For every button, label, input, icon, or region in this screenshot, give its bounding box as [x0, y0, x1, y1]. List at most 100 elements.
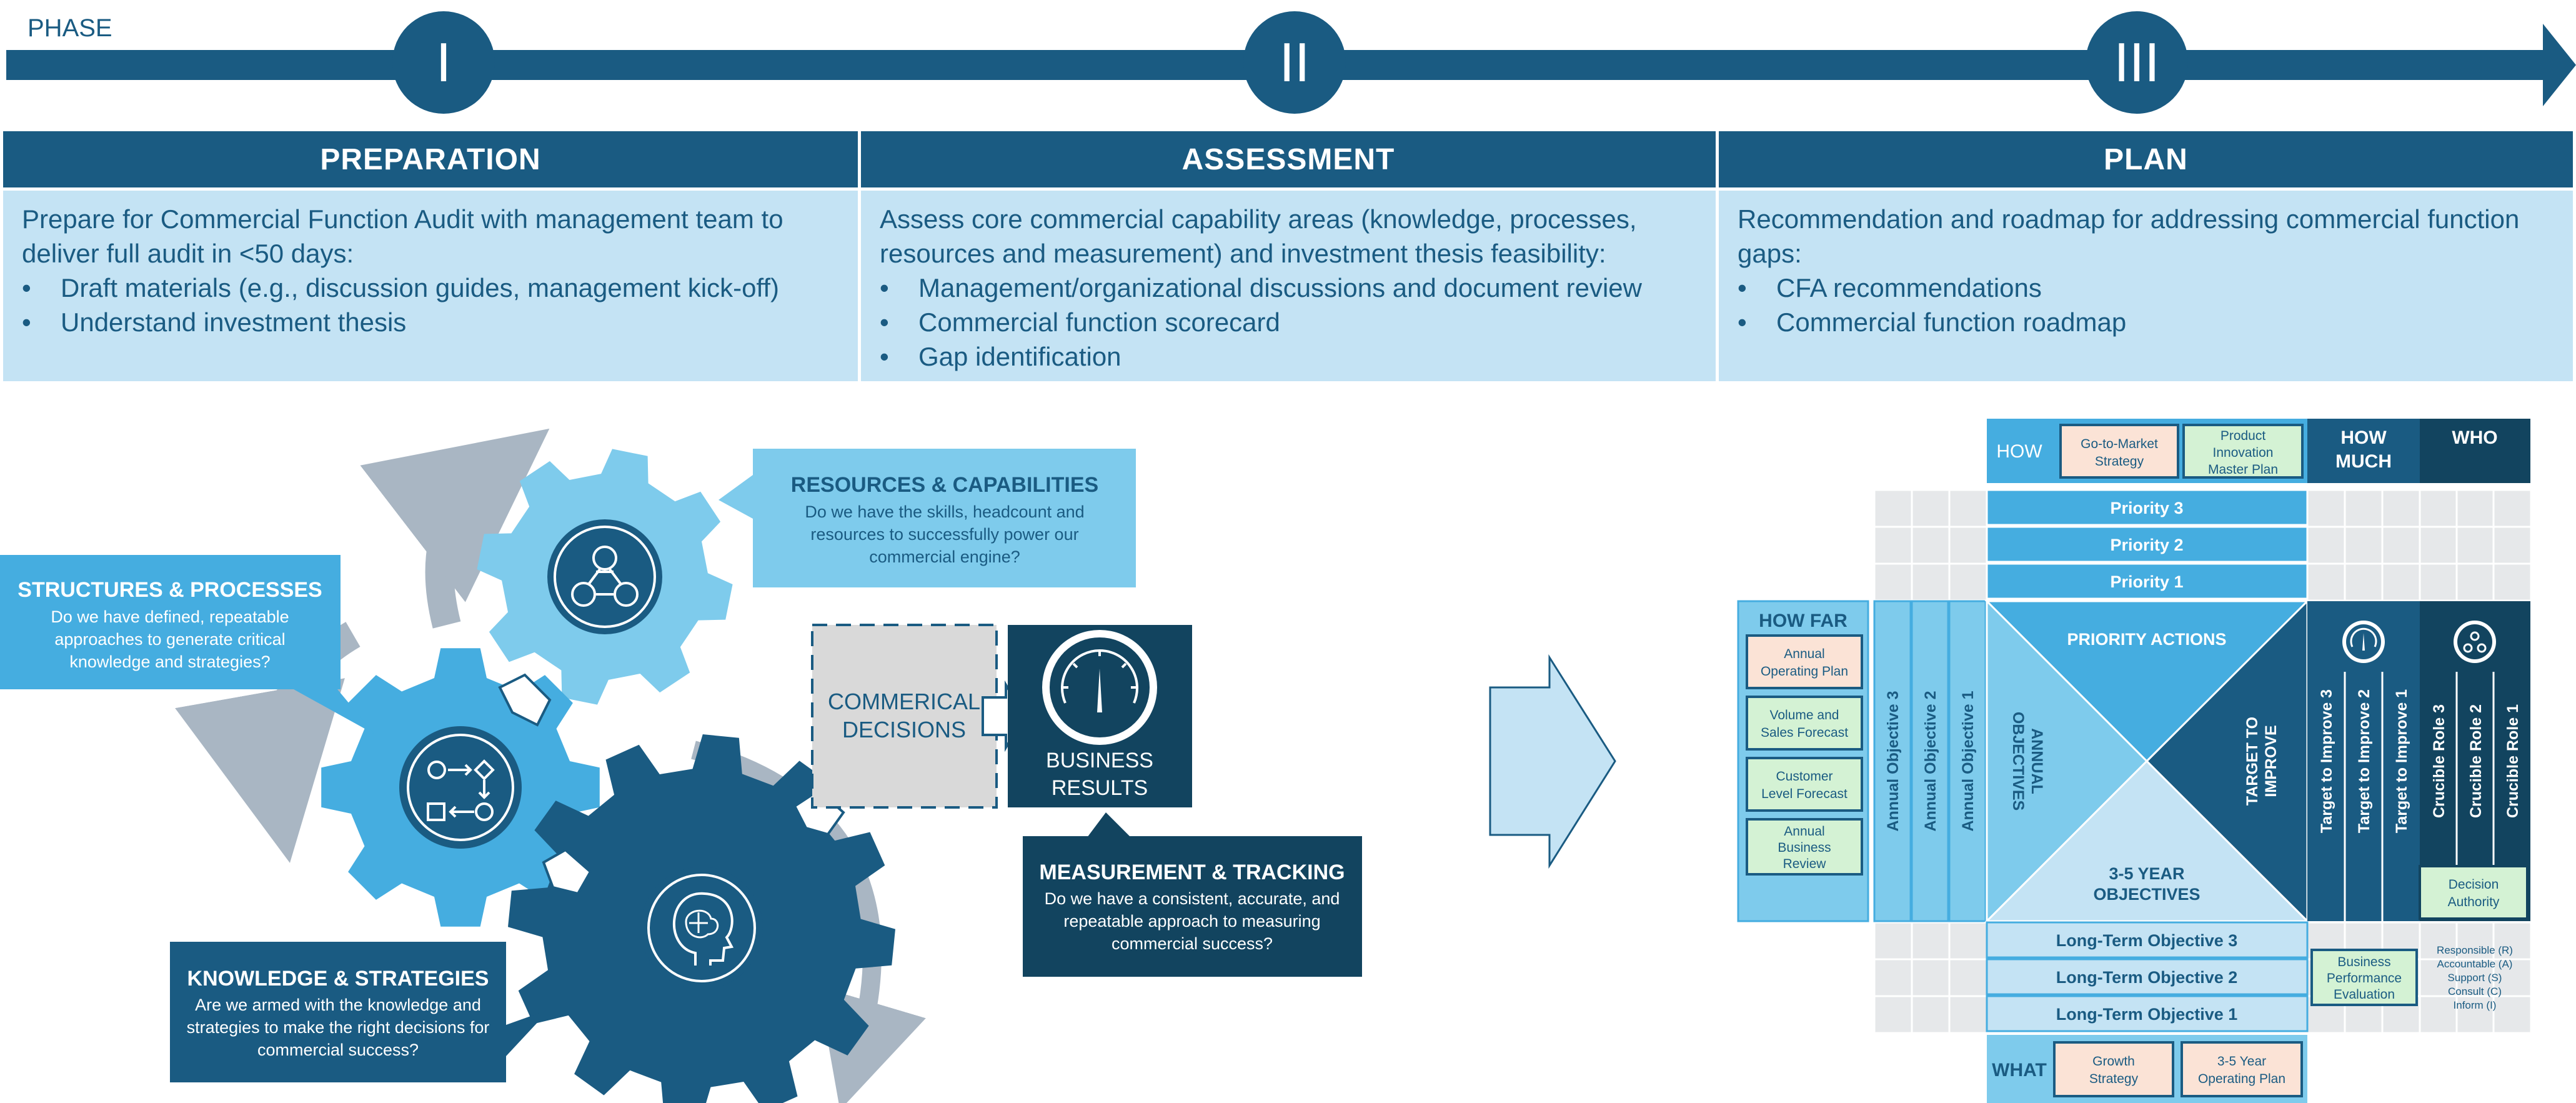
how-far-item: Customer Level Forecast: [1746, 757, 1863, 812]
how-label: HOW: [1996, 441, 2042, 462]
gauge-icon: [1042, 630, 1157, 745]
transition-arrow: [1489, 654, 1616, 869]
grid-cell: [2492, 489, 2532, 528]
role-column: Crucible Role 3: [2430, 672, 2458, 875]
svg-text:I: I: [436, 31, 451, 93]
callout-line: commercial success?: [1111, 934, 1273, 953]
grid-cell: [2306, 489, 2346, 528]
svg-text:Priority 3: Priority 3: [2110, 499, 2183, 517]
phase-marker-3: III: [2086, 11, 2188, 114]
phase-label: PHASE: [27, 14, 112, 42]
who-header: [2420, 419, 2530, 483]
how-item-go-to-market: Go-to-Market Strategy: [2059, 424, 2179, 479]
bullet-item: Gap identification: [880, 339, 1697, 374]
grid-cell: [2419, 526, 2459, 565]
long-term-objective-row: Long-Term Objective 2: [1986, 958, 2309, 996]
phase-bullets: CFA recommendations Commercial function …: [1738, 271, 2554, 339]
svg-text:Long-Term Objective 2: Long-Term Objective 2: [2056, 968, 2238, 987]
svg-text:Consult (C): Consult (C): [2448, 986, 2502, 997]
svg-text:Go-to-Market: Go-to-Market: [2081, 437, 2158, 451]
grid-cell: [2419, 489, 2459, 528]
phase-desc-plan: Recommendation and roadmap for addressin…: [1719, 191, 2573, 381]
phase-bullets: Management/organizational discussions an…: [880, 271, 1697, 374]
priority-row: Priority 2: [1986, 526, 2309, 563]
grid-cell: [2455, 562, 2495, 602]
svg-text:Inform (I): Inform (I): [2454, 999, 2497, 1011]
how-far-item: Volume and Sales Forecast: [1746, 696, 1863, 751]
grid-cell: [2492, 995, 2532, 1034]
svg-text:Responsible (R): Responsible (R): [2437, 944, 2513, 956]
phase-intro: Recommendation and roadmap for addressin…: [1738, 204, 2520, 268]
svg-text:Annual: Annual: [1784, 647, 1824, 661]
raci-legend: Responsible (R) Accountable (A) Support …: [2437, 944, 2513, 1011]
priority-row: Priority 1: [1986, 562, 2309, 600]
svg-text:Strategy: Strategy: [2089, 1072, 2139, 1086]
grid-cell: [1873, 995, 1913, 1034]
grey-grid: [1873, 489, 2532, 1034]
phase-intro: Assess core commercial capability areas …: [880, 204, 1637, 268]
svg-text:Crucible Role 3: Crucible Role 3: [2430, 704, 2448, 818]
phase-header-assessment: ASSESSMENT: [861, 131, 1716, 187]
gear-diagram: STRUCTURES & PROCESSES Do we have define…: [0, 428, 1616, 1103]
grid-cell: [1873, 489, 1913, 528]
grid-cell: [2455, 921, 2495, 961]
grid-cell: [1873, 526, 1913, 565]
x-matrix-center: PRIORITY ACTIONS ANNUAL OBJECTIVES TARGE…: [1984, 599, 2310, 924]
bullet-item: Commercial function roadmap: [1738, 305, 2554, 339]
callout-structures-processes: STRUCTURES & PROCESSES Do we have define…: [0, 555, 375, 734]
svg-text:Volume and: Volume and: [1770, 708, 1839, 722]
callout-line: knowledge and strategies?: [69, 652, 270, 671]
timeline-arrowhead: [2543, 24, 2576, 106]
phase-timeline: PHASE I II III: [6, 11, 2576, 114]
svg-text:Level Forecast: Level Forecast: [1761, 787, 1847, 801]
callout-title: STRUCTURES & PROCESSES: [17, 578, 322, 602]
svg-text:HOW: HOW: [2340, 427, 2387, 448]
bullet-item: Understand investment thesis: [22, 305, 839, 339]
svg-text:Priority 1: Priority 1: [2110, 572, 2183, 591]
svg-text:Business: Business: [2337, 955, 2390, 969]
callout-line: Are we armed with the knowledge and: [195, 996, 481, 1014]
grid-cell: [1948, 526, 1988, 565]
grid-cell: [1911, 921, 1951, 961]
grid-cell: [1873, 921, 1913, 961]
svg-text:HOW FAR: HOW FAR: [1759, 611, 1847, 631]
gauge-icon: [2342, 621, 2385, 663]
svg-text:Evaluation: Evaluation: [2334, 987, 2395, 1002]
callout-line: approaches to generate critical: [54, 630, 285, 649]
long-term-objective-row: Long-Term Objective 1: [1986, 995, 2309, 1032]
grid-cell: [2455, 995, 2495, 1034]
svg-text:Accountable (A): Accountable (A): [2437, 958, 2513, 970]
long-term-objective-row: Long-Term Objective 3: [1986, 921, 2309, 959]
grid-cell: [1948, 921, 1988, 961]
grid-cell: [2344, 489, 2384, 528]
svg-text:3-5 Year: 3-5 Year: [2217, 1054, 2266, 1069]
grid-cell: [2455, 489, 2495, 528]
svg-text:WHO: WHO: [2452, 427, 2497, 448]
callout-title: RESOURCES & CAPABILITIES: [791, 473, 1098, 497]
svg-text:Annual Objective 2: Annual Objective 2: [1922, 691, 1939, 831]
callout-measurement-tracking: MEASUREMENT & TRACKING Do we have a cons…: [1023, 812, 1362, 977]
svg-text:II: II: [1280, 31, 1310, 93]
bullet-item: Management/organizational discussions an…: [880, 271, 1697, 305]
svg-text:Innovation: Innovation: [2213, 446, 2274, 460]
callout-resources-capabilities: RESOURCES & CAPABILITIES Do we have the …: [719, 449, 1136, 587]
priority-row: Priority 3: [1986, 489, 2309, 526]
svg-text:Decision: Decision: [2449, 877, 2499, 892]
callout-line: strategies to make the right decisions f…: [187, 1018, 490, 1037]
svg-text:Support (S): Support (S): [2448, 972, 2502, 984]
business-performance-box: Business Performance Evaluation: [2310, 949, 2418, 1006]
bullet-item: Draft materials (e.g., discussion guides…: [22, 271, 839, 305]
center-top-label: PRIORITY ACTIONS: [2067, 630, 2226, 649]
callout-knowledge-strategies: KNOWLEDGE & STRATEGIES Are we armed with…: [170, 942, 550, 1082]
svg-text:Review: Review: [1783, 857, 1827, 871]
phase-header-plan: PLAN: [1719, 131, 2573, 187]
decision-authority-box: Decision Authority: [2419, 865, 2529, 920]
svg-text:Crucible Role 2: Crucible Role 2: [2467, 704, 2485, 818]
grid-cell: [2306, 526, 2346, 565]
svg-text:Sales Forecast: Sales Forecast: [1761, 726, 1848, 740]
grid-cell: [1873, 562, 1913, 602]
cycle-arrow-top: [360, 428, 550, 629]
bullet-item: Commercial function scorecard: [880, 305, 1697, 339]
phase-bullets: Draft materials (e.g., discussion guides…: [22, 271, 839, 339]
svg-text:Performance: Performance: [2327, 971, 2402, 986]
